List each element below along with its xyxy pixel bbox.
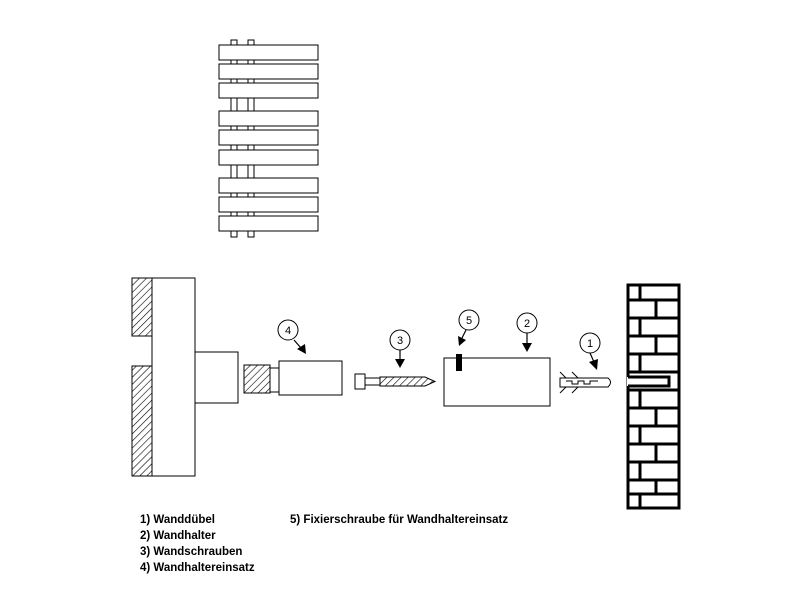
legend-item-1: 1) Wanddübel xyxy=(140,514,215,526)
legend-item-2: 2) Wandhalter xyxy=(140,530,216,542)
radiator-front-view xyxy=(218,39,319,238)
callout-1: 1 xyxy=(579,332,601,370)
legend-item-5: 5) Fixierschraube für Wandhaltereinsatz xyxy=(290,514,509,526)
legend-item-4: 4) Wandhaltereinsatz xyxy=(140,562,255,574)
callout-1-label: 1 xyxy=(587,338,593,350)
callout-3: 3 xyxy=(389,329,411,368)
callout-4: 4 xyxy=(277,319,306,354)
callout-2-label: 2 xyxy=(524,318,530,330)
wall-bracket-insert xyxy=(278,360,343,396)
wall-bracket xyxy=(443,354,551,407)
callout-3-label: 3 xyxy=(397,335,403,347)
callout-2: 2 xyxy=(516,312,538,352)
legend-left: 1) Wanddübel 2) Wandhalter 3) Wandschrau… xyxy=(140,512,255,576)
legend-right: 5) Fixierschraube für Wandhaltereinsatz xyxy=(290,512,508,528)
callout-5-label: 5 xyxy=(466,315,472,327)
radiator-side-view xyxy=(131,277,280,477)
fixing-screw-5 xyxy=(456,354,462,371)
wall-plug xyxy=(559,371,611,394)
callout-5: 5 xyxy=(458,309,480,346)
brick-wall xyxy=(626,283,681,510)
callout-4-label: 4 xyxy=(285,325,291,337)
legend-item-3: 3) Wandschrauben xyxy=(140,546,243,558)
wall-screw xyxy=(354,373,437,390)
